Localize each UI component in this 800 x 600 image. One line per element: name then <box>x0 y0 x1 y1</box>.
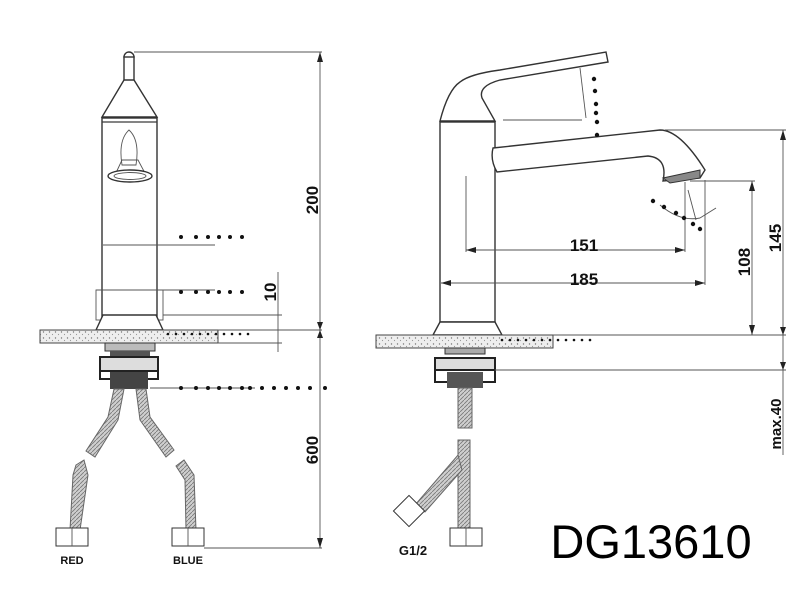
dim-base-10: 10 <box>261 283 280 302</box>
front-hoses <box>55 388 205 547</box>
side-dimension-lines <box>441 67 786 455</box>
side-mounting-nuts <box>434 347 496 388</box>
front-mounting-nuts <box>99 342 159 389</box>
thread-label: G1/2 <box>399 543 427 558</box>
side-dot-placeholders <box>500 76 703 342</box>
front-faucet-body <box>94 51 165 331</box>
dim-spout-108: 108 <box>735 248 754 276</box>
side-view: 151 185 108 145 max.40 G1/2 <box>375 51 786 558</box>
dim-reach-185: 185 <box>570 270 598 289</box>
dim-deck-max40: max.40 <box>768 399 785 450</box>
side-countertop <box>375 334 554 349</box>
side-faucet-body <box>431 51 706 336</box>
side-hoses <box>392 387 483 547</box>
hose-label-red: RED <box>60 555 83 567</box>
dim-reach-151: 151 <box>570 236 598 255</box>
front-countertop <box>39 329 219 344</box>
dim-total-145: 145 <box>766 224 785 252</box>
front-dot-placeholders <box>166 235 327 390</box>
front-dimension-lines <box>96 51 323 549</box>
hose-label-blue: BLUE <box>173 555 203 567</box>
front-view: 200 10 600 RED BLUE <box>39 51 327 567</box>
dim-height-200: 200 <box>303 186 322 214</box>
model-number: DG13610 <box>550 515 751 568</box>
dim-hose-600: 600 <box>303 436 322 464</box>
